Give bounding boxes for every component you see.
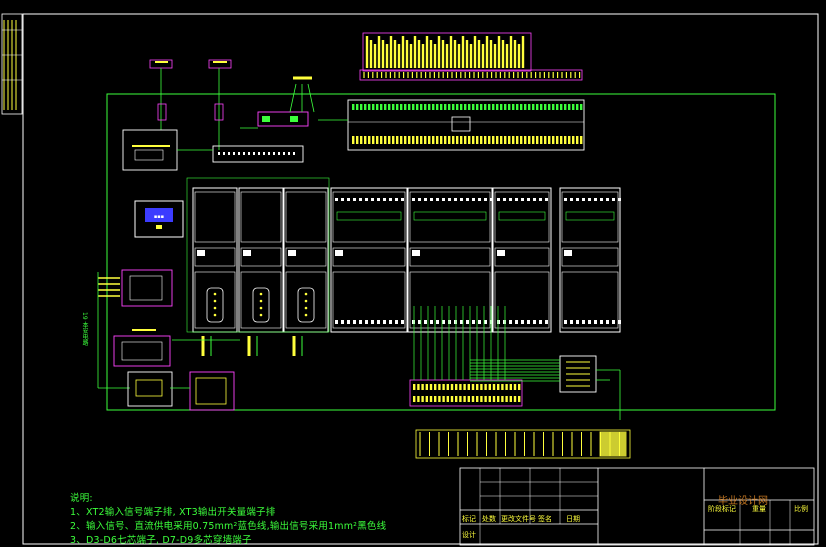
tb-right-0: 阶段标记 [708, 505, 736, 513]
tb-right-2: 比例 [794, 505, 808, 513]
mounting-board [106, 93, 776, 411]
bottom-terminal-strips [409, 306, 631, 459]
notes-heading: 说明: [70, 493, 93, 504]
module-column [238, 187, 284, 356]
module-column [192, 187, 238, 356]
title-block [459, 467, 815, 546]
tb-right-1: 重量 [752, 505, 766, 513]
note-line-3: 3、D3-D6七芯端子, D7-D9多芯穿墙端子 [70, 535, 252, 546]
db9-connector-icon [252, 287, 270, 323]
svg-text:▪▪▪: ▪▪▪ [154, 214, 164, 220]
note-line-2: 2、输入信号、直流供电采用0.75mm²蓝色线,输出信号采用1mm²黑色线 [70, 521, 387, 532]
power-input-area [122, 59, 348, 171]
display-panel: ▪▪▪ [134, 200, 184, 238]
intrinsic-safety-circuits [97, 269, 240, 411]
tb-label-1: 处数 [482, 515, 496, 523]
db9-connector-icon [206, 287, 224, 323]
module-column [283, 187, 329, 356]
tb-row2-label: 设计 [462, 531, 476, 539]
io-terminal-rows [347, 99, 585, 151]
plc-modules [186, 177, 621, 356]
tb-label-3: 签名 [538, 515, 552, 523]
module-column [559, 187, 621, 333]
db9-connector-icon [297, 287, 315, 323]
side-circuit-label: 19 本安电路 [81, 312, 88, 346]
relay-module [559, 355, 621, 420]
tb-label-2: 更改文件号 [501, 515, 536, 523]
module-column [407, 187, 493, 333]
tb-label-0: 标记 [462, 515, 476, 523]
note-line-1: 1、XT2输入信号端子排, XT3输出开关量端子排 [70, 507, 276, 518]
module-column [492, 187, 552, 333]
module-column [330, 187, 408, 333]
watermark-logo: 毕业设计网 [718, 496, 768, 507]
top-terminal-strip [359, 32, 583, 81]
tb-label-4: 日期 [566, 515, 580, 523]
drawing-frame [1, 13, 819, 545]
